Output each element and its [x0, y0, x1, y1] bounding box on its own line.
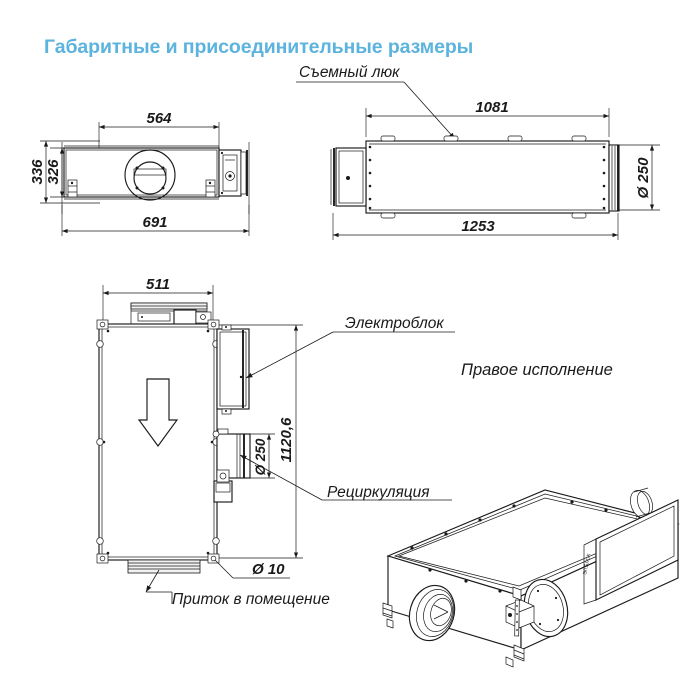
- callout-recirculation: Рециркуляция: [327, 484, 430, 501]
- front-view: 564 691 336 326: [29, 110, 250, 236]
- dim-plan-recirc-diameter: Ø 250: [253, 438, 268, 475]
- dim-plan-mount-hole: Ø 10: [252, 561, 285, 578]
- isometric-view: ЭЛ.БЛОК: [382, 487, 680, 668]
- note-right-hand-version: Правое исполнение: [461, 361, 613, 379]
- dim-front-height-body: 326: [45, 159, 62, 185]
- dim-side-duct-diameter: Ø 250: [635, 157, 652, 199]
- plan-view: 511 1120,6 Ø 250: [96, 276, 613, 608]
- dim-plan-top-width: 511: [146, 276, 170, 293]
- callout-removable-hatch: Съемный люк: [299, 64, 400, 81]
- dim-side-total-length: 1253: [461, 218, 495, 235]
- dim-side-hatch-length: 1081: [475, 99, 508, 116]
- page-title: Габаритные и присоединительные размеры: [44, 36, 474, 58]
- dim-front-height-outer: 336: [29, 159, 46, 185]
- callout-supply-to-room: Приток в помещение: [172, 591, 330, 608]
- svg-text:ЭЛ.БЛОК: ЭЛ.БЛОК: [582, 553, 592, 575]
- dim-front-width-body: 564: [146, 110, 172, 127]
- dim-plan-total-length: 1120,6: [278, 417, 295, 462]
- dim-front-width-outer: 691: [142, 214, 167, 231]
- callout-electrical-box: Электроблок: [345, 315, 444, 332]
- side-view: Съемный люк 1081 1253 Ø 250: [296, 64, 660, 240]
